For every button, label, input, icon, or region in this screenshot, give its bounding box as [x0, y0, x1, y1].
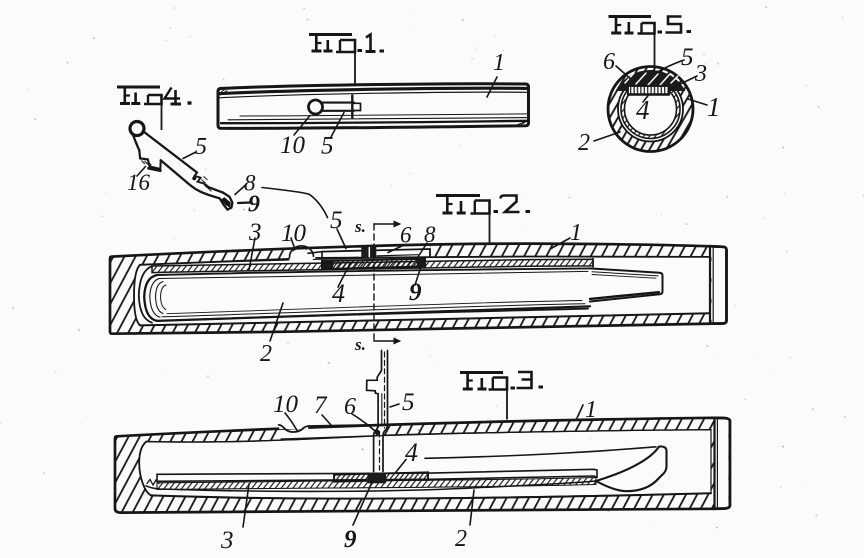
- svg-text:2: 2: [578, 130, 590, 156]
- svg-text:4: 4: [636, 95, 650, 125]
- svg-text:1: 1: [570, 220, 582, 246]
- svg-text:5: 5: [195, 134, 207, 160]
- svg-text:s.: s.: [354, 217, 366, 236]
- svg-text:1: 1: [585, 397, 597, 423]
- svg-text:3: 3: [694, 61, 707, 87]
- svg-text:8: 8: [424, 222, 436, 247]
- svg-text:5: 5: [321, 133, 334, 160]
- svg-text:1: 1: [707, 92, 721, 122]
- svg-text:4: 4: [332, 279, 345, 308]
- svg-text:16: 16: [127, 170, 151, 195]
- svg-text:s.: s.: [354, 335, 366, 354]
- svg-text:2: 2: [260, 341, 272, 367]
- svg-text:3: 3: [248, 219, 262, 246]
- svg-text:7: 7: [314, 392, 328, 419]
- svg-text:6: 6: [344, 394, 356, 420]
- svg-text:2: 2: [455, 526, 467, 552]
- svg-text:5: 5: [681, 44, 694, 71]
- svg-text:9: 9: [409, 279, 422, 306]
- svg-text:5: 5: [330, 207, 343, 234]
- svg-text:3: 3: [220, 527, 234, 554]
- svg-text:5: 5: [402, 389, 415, 416]
- svg-text:10: 10: [281, 220, 307, 247]
- svg-text:9: 9: [344, 526, 357, 553]
- svg-text:10: 10: [280, 132, 306, 159]
- svg-text:10: 10: [273, 391, 299, 418]
- svg-text:6: 6: [400, 223, 412, 248]
- svg-text:8: 8: [244, 171, 256, 196]
- svg-text:1: 1: [493, 50, 505, 76]
- svg-text:9: 9: [248, 192, 260, 218]
- svg-text:4: 4: [405, 438, 418, 467]
- svg-text:6: 6: [603, 49, 615, 75]
